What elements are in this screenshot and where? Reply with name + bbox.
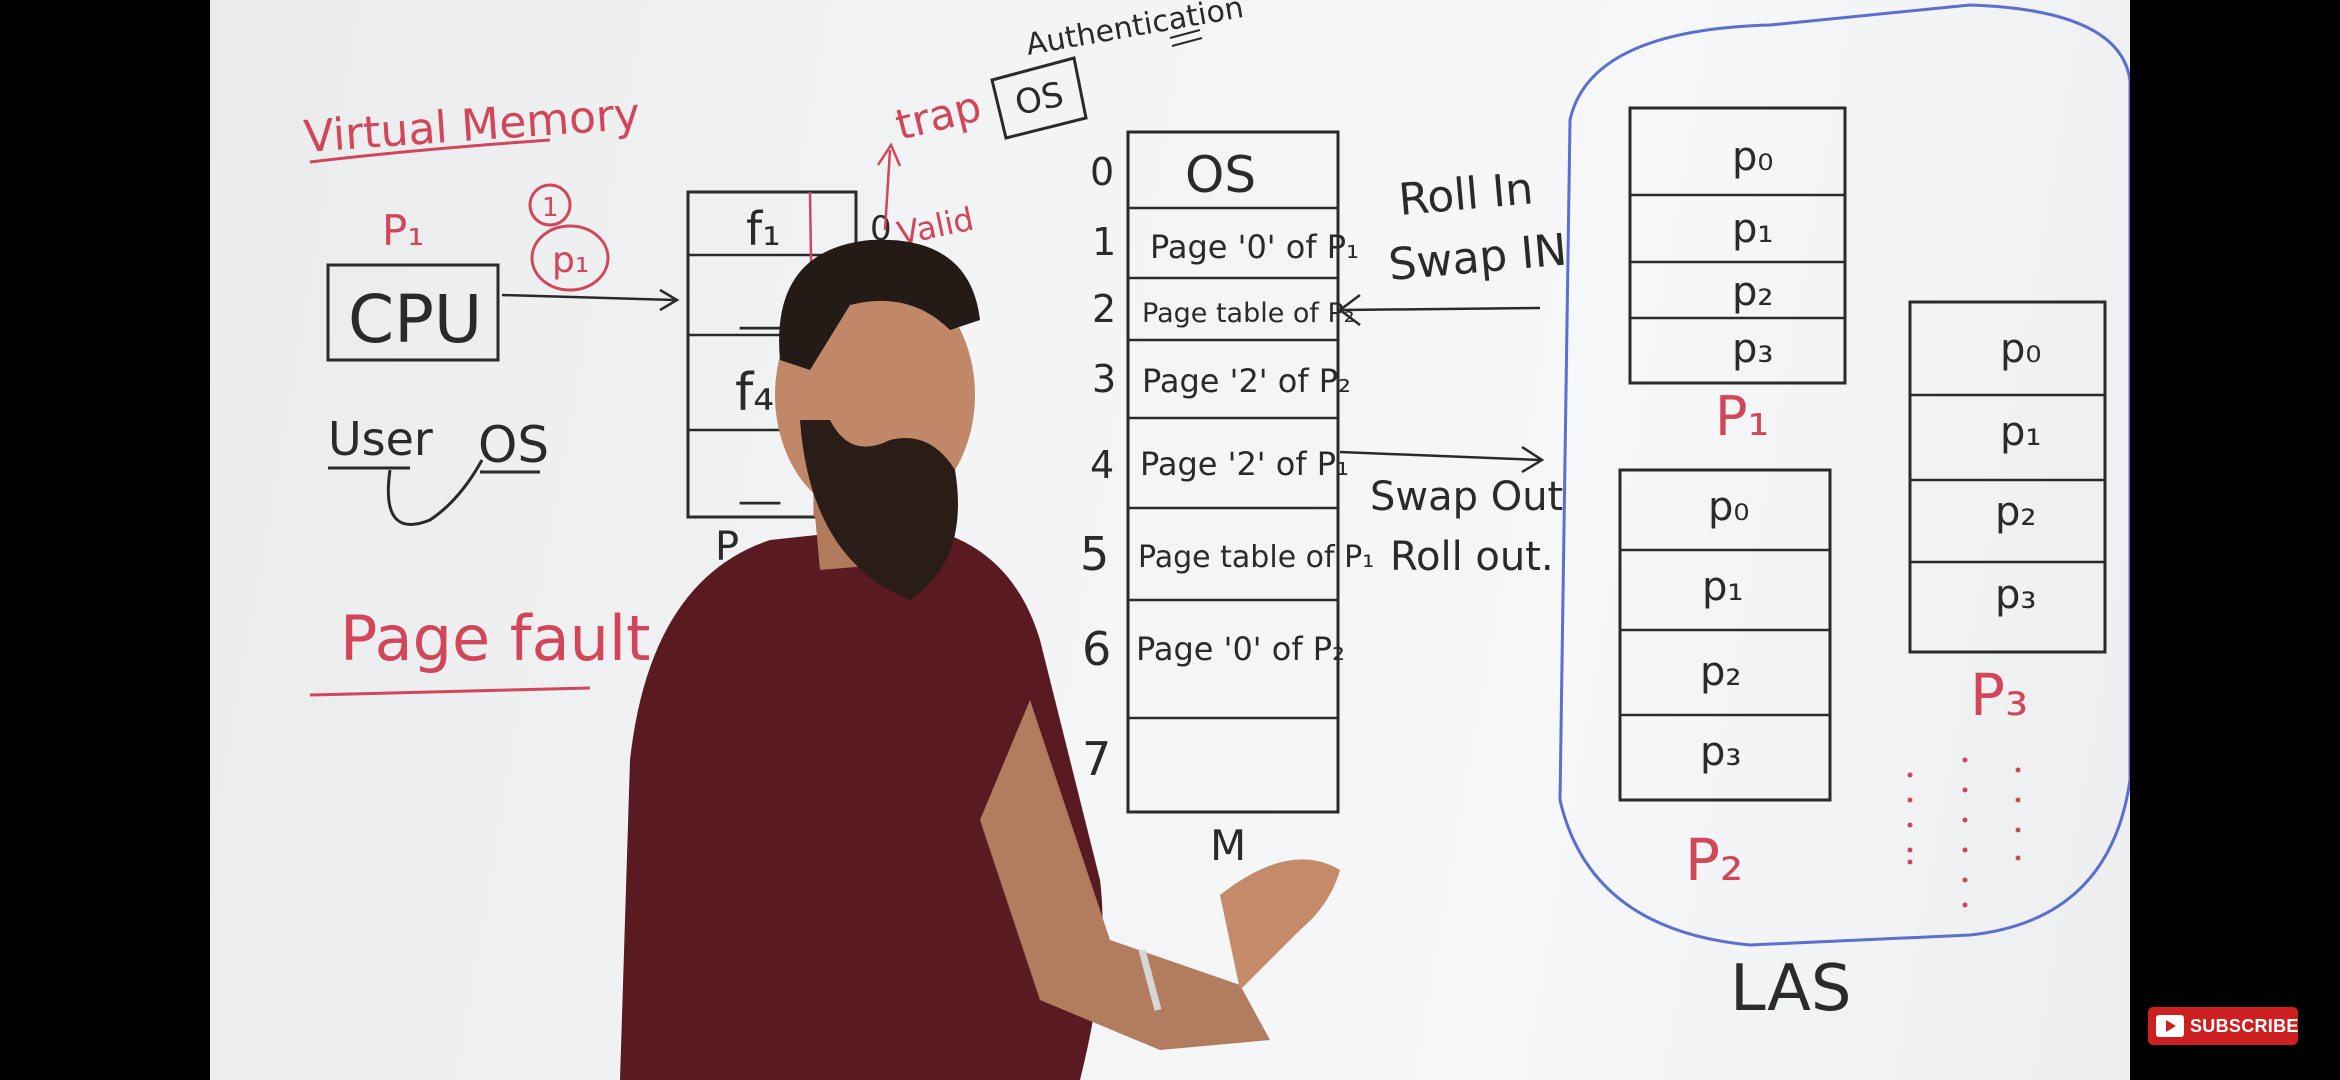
mm-cell-0: OS — [1185, 146, 1256, 204]
mm-cell-3: Page '2' of P₂ — [1142, 362, 1351, 400]
las-p3-name: P₃ — [1970, 661, 2028, 729]
subscribe-button[interactable]: SUBSCRIBE — [2148, 1007, 2298, 1045]
pt-frame-0: f₁ — [746, 202, 781, 256]
swap-out-label: Swap Out — [1370, 474, 1563, 520]
mm-cell-6: Page '0' of P₂ — [1136, 630, 1345, 668]
las-p2-page-2: p₂ — [1700, 649, 1741, 695]
p1-cpu-label: P₁ — [382, 206, 424, 255]
os-arrow-label: OS — [478, 416, 549, 474]
mm-index-4: 4 — [1090, 443, 1114, 487]
roll-out-label: Roll out. — [1390, 534, 1554, 580]
whiteboard-drawing: Virtual Memory P₁ 1 p₁ CPU User OS Page … — [302, 0, 2130, 1080]
las-p1-page-3: p₃ — [1732, 326, 1773, 372]
las-p1-page-1: p₁ — [1732, 206, 1773, 252]
mm-index-5: 5 — [1080, 527, 1109, 581]
las-p3-box — [1908, 300, 2107, 654]
mm-index-7: 7 — [1082, 732, 1111, 786]
cpu-box — [326, 263, 500, 362]
las-p2-page-0: p₀ — [1708, 484, 1749, 530]
authentication-label: Authentication — [1023, 0, 1246, 63]
mm-cell-2: Page table of P₂ — [1142, 298, 1355, 329]
mm-cell-1: Page '0' of P₁ — [1150, 228, 1359, 266]
las-p3-page-0: p₀ — [2000, 326, 2041, 372]
las-label: LAS — [1730, 952, 1852, 1026]
las-p1-page-2: p₂ — [1732, 269, 1773, 315]
las-p1-name: P₁ — [1715, 385, 1769, 448]
subscribe-label: SUBSCRIBE — [2190, 1015, 2299, 1036]
os-box-label: OS — [1012, 75, 1068, 124]
las-p2-page-1: p₁ — [1702, 564, 1743, 610]
cpu-label: CPU — [348, 281, 482, 358]
las-p2-page-3: p₃ — [1700, 729, 1741, 775]
circle-one-label: 1 — [542, 193, 559, 223]
las-p2-box — [1618, 468, 1832, 802]
las-outline — [1558, 3, 2130, 947]
las-continuation-dots — [1907, 757, 2021, 908]
las-p1-box — [1628, 106, 1847, 385]
presenter — [620, 239, 1340, 1080]
youtube-play-icon — [2156, 1015, 2184, 1037]
mm-footer: M — [1210, 821, 1246, 870]
mm-index-2: 2 — [1092, 287, 1116, 331]
pt-frame-3: __ — [739, 459, 781, 505]
las-p3-page-3: p₃ — [1995, 572, 2036, 618]
main-memory-box — [1126, 130, 1340, 814]
user-label: User — [328, 412, 433, 466]
las-p3-page-2: p₂ — [1995, 489, 2036, 535]
mm-index-3: 3 — [1092, 357, 1116, 401]
trap-label: trap — [891, 81, 986, 149]
mm-index-6: 6 — [1082, 622, 1111, 676]
mm-index-0: 0 — [1090, 150, 1114, 194]
las-p2-name: P₂ — [1685, 826, 1743, 894]
page-fault-label: Page fault — [340, 602, 650, 675]
whiteboard: Virtual Memory P₁ 1 p₁ CPU User OS Page … — [210, 0, 2130, 1080]
virtual-memory-heading: Virtual Memory — [302, 89, 641, 163]
las-p3-page-1: p₁ — [2000, 409, 2041, 455]
pt-frame-2: f₄ — [735, 363, 774, 423]
las-p1-page-0: p₀ — [1732, 134, 1773, 180]
os-box — [990, 56, 1088, 140]
pt-frame-1: __ — [739, 284, 781, 330]
mm-cell-4: Page '2' of P₁ — [1140, 445, 1349, 483]
mm-index-1: 1 — [1092, 220, 1116, 264]
circle-p1-label: p₁ — [552, 240, 589, 281]
swap-in-label: Swap IN — [1387, 225, 1569, 291]
mm-cell-5: Page table of P₁ — [1138, 540, 1374, 575]
roll-in-label: Roll In — [1397, 163, 1536, 226]
